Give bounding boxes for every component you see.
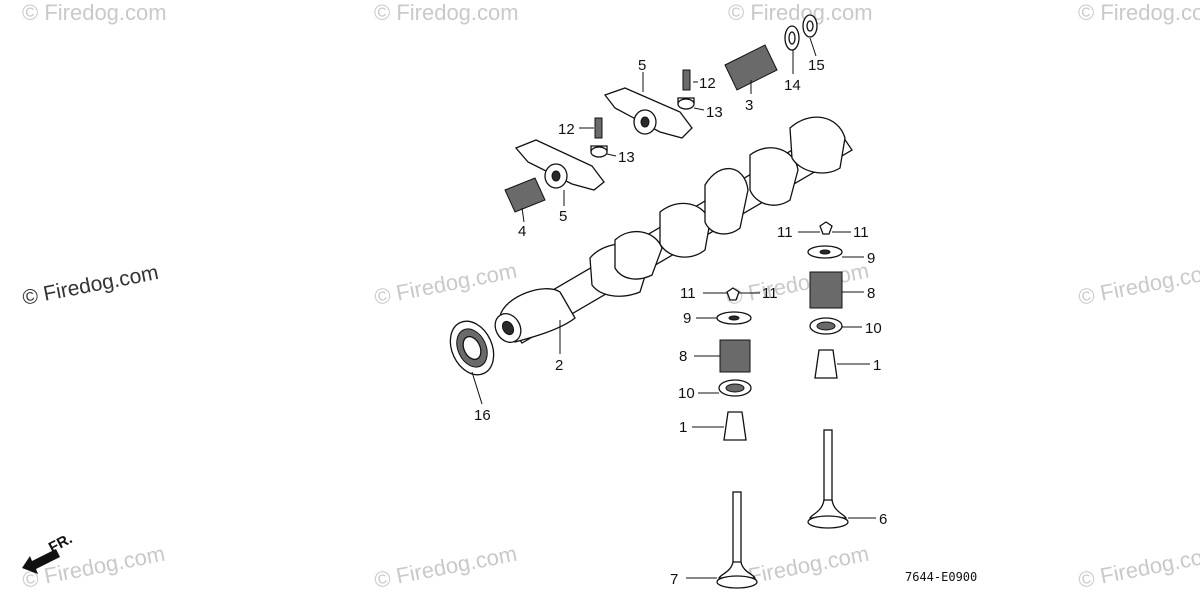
callout-6: 6 bbox=[879, 511, 887, 528]
callout-10: 10 bbox=[678, 385, 695, 402]
rocker-arm-upper bbox=[603, 87, 693, 139]
watermark: © Firedog.com bbox=[1076, 541, 1200, 593]
rocker-arm-lower bbox=[514, 139, 605, 191]
callout-4: 4 bbox=[518, 223, 526, 240]
valve-6 bbox=[807, 429, 849, 529]
watermark: © Firedog.com bbox=[22, 0, 167, 25]
callout-1: 1 bbox=[873, 357, 881, 374]
watermark: © Firedog.com bbox=[728, 0, 873, 25]
callout-5: 5 bbox=[638, 57, 646, 74]
callout-12: 12 bbox=[699, 75, 716, 92]
adjusting-screws-and-nuts bbox=[590, 69, 695, 158]
callout-13: 13 bbox=[618, 149, 635, 166]
callout-2: 2 bbox=[555, 357, 563, 374]
rocker-spring-4 bbox=[504, 177, 546, 213]
watermark: © Firedog.com bbox=[20, 541, 167, 593]
watermark: © Firedog.com bbox=[1078, 0, 1200, 25]
rocker-spring-3 bbox=[724, 44, 778, 91]
callout-5: 5 bbox=[559, 208, 567, 225]
callout-14: 14 bbox=[784, 77, 801, 94]
watermark: © Firedog.com bbox=[372, 541, 519, 593]
watermark: © Firedog.com bbox=[374, 0, 519, 25]
callout-11: 11 bbox=[777, 224, 793, 241]
leader-lines bbox=[471, 37, 876, 579]
valve-train-left bbox=[716, 287, 752, 441]
valve-7 bbox=[716, 491, 758, 589]
callout-9: 9 bbox=[683, 310, 691, 327]
callouts: 5 12 13 12 13 5 3 14 15 4 2 16 11 11 9 8… bbox=[474, 57, 887, 588]
callout-11: 11 bbox=[762, 285, 778, 302]
washers bbox=[784, 14, 818, 51]
callout-15: 15 bbox=[808, 57, 825, 74]
callout-13: 13 bbox=[706, 104, 723, 121]
callout-12: 12 bbox=[558, 121, 575, 138]
callout-1: 1 bbox=[679, 419, 687, 436]
callout-11: 11 bbox=[680, 285, 696, 302]
callout-7: 7 bbox=[670, 571, 678, 588]
front-arrow-icon bbox=[22, 549, 60, 574]
callout-11: 11 bbox=[853, 224, 869, 241]
callout-9: 9 bbox=[867, 250, 875, 267]
callout-8: 8 bbox=[679, 348, 687, 365]
callout-3: 3 bbox=[745, 97, 753, 114]
watermark: © Firedog.com bbox=[21, 261, 161, 310]
callout-8: 8 bbox=[867, 285, 875, 302]
camshaft bbox=[494, 116, 853, 344]
callout-16: 16 bbox=[474, 407, 491, 424]
diagram-code: 7644-E0900 bbox=[905, 570, 977, 584]
watermarks: © Firedog.com © Firedog.com © Firedog.co… bbox=[20, 0, 1200, 593]
watermark: © Firedog.com bbox=[372, 258, 519, 310]
oil-seal bbox=[449, 320, 495, 376]
watermark: © Firedog.com bbox=[1076, 258, 1200, 310]
callout-10: 10 bbox=[865, 320, 882, 337]
watermark: © Firedog.com bbox=[724, 258, 871, 310]
valve-train-right bbox=[807, 221, 843, 379]
